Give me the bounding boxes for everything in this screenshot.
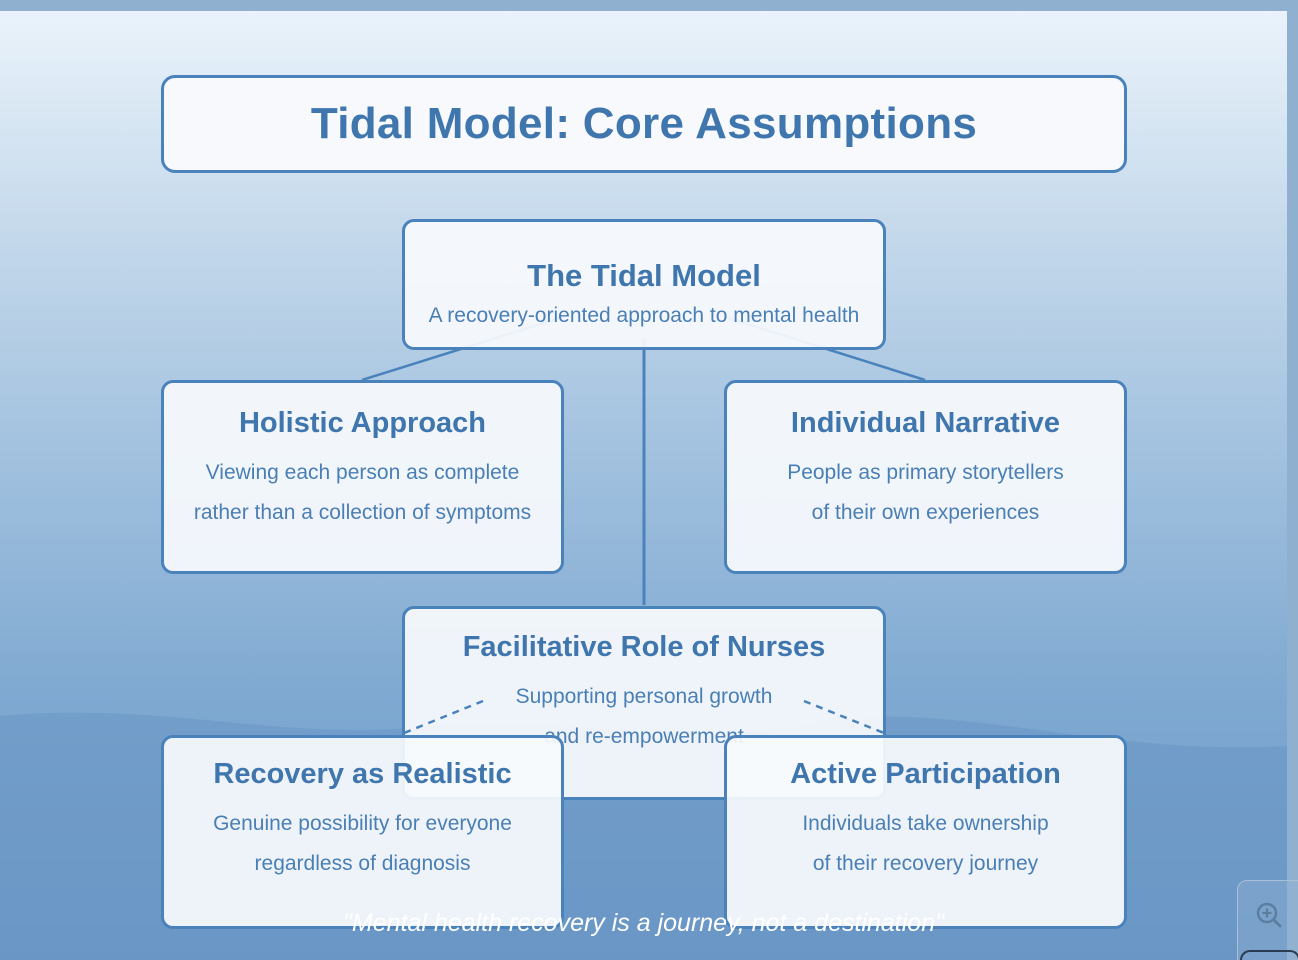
node-heading: Recovery as Realistic xyxy=(213,758,512,790)
node-individual-narrative: Individual Narrative People as primary s… xyxy=(724,380,1127,574)
zoom-in-icon xyxy=(1256,902,1282,928)
node-description-line: Viewing each person as complete xyxy=(205,461,520,484)
node-description-line: regardless of diagnosis xyxy=(254,852,471,875)
node-holistic-approach: Holistic Approach Viewing each person as… xyxy=(161,380,564,574)
footer-quote: "Mental health recovery is a journey, no… xyxy=(343,909,944,937)
zoom-in-button[interactable] xyxy=(1252,898,1286,932)
zoom-controls-panel xyxy=(1237,880,1298,960)
diagram-title: Tidal Model: Core Assumptions xyxy=(310,99,978,148)
title-box: Tidal Model: Core Assumptions xyxy=(161,75,1127,173)
diagram-canvas: Tidal Model: Core Assumptions The Tidal … xyxy=(0,11,1287,960)
node-heading: Facilitative Role of Nurses xyxy=(462,631,826,663)
root-node: The Tidal Model A recovery-oriented appr… xyxy=(402,219,886,350)
node-description-line: Genuine possibility for everyone xyxy=(213,812,512,835)
node-heading: Holistic Approach xyxy=(238,407,487,439)
node-description-line: People as primary storytellers xyxy=(787,461,1064,484)
root-heading: The Tidal Model xyxy=(527,258,761,293)
node-description-line: Supporting personal growth xyxy=(515,685,773,708)
zoom-secondary-button[interactable] xyxy=(1240,950,1298,960)
node-description-line: rather than a collection of symptoms xyxy=(193,501,532,524)
node-active-participation: Active Participation Individuals take ow… xyxy=(724,735,1127,929)
node-description-line: of their own experiences xyxy=(811,501,1040,524)
node-description-line: Individuals take ownership xyxy=(802,812,1049,835)
node-description-line: and re-empowerment xyxy=(544,725,744,748)
node-description-line: of their recovery journey xyxy=(812,852,1039,875)
node-recovery-realistic: Recovery as Realistic Genuine possibilit… xyxy=(161,735,564,929)
node-heading: Individual Narrative xyxy=(790,407,1061,439)
root-description: A recovery-oriented approach to mental h… xyxy=(428,304,860,327)
node-heading: Active Participation xyxy=(790,758,1061,790)
window-edge xyxy=(1287,0,1298,960)
